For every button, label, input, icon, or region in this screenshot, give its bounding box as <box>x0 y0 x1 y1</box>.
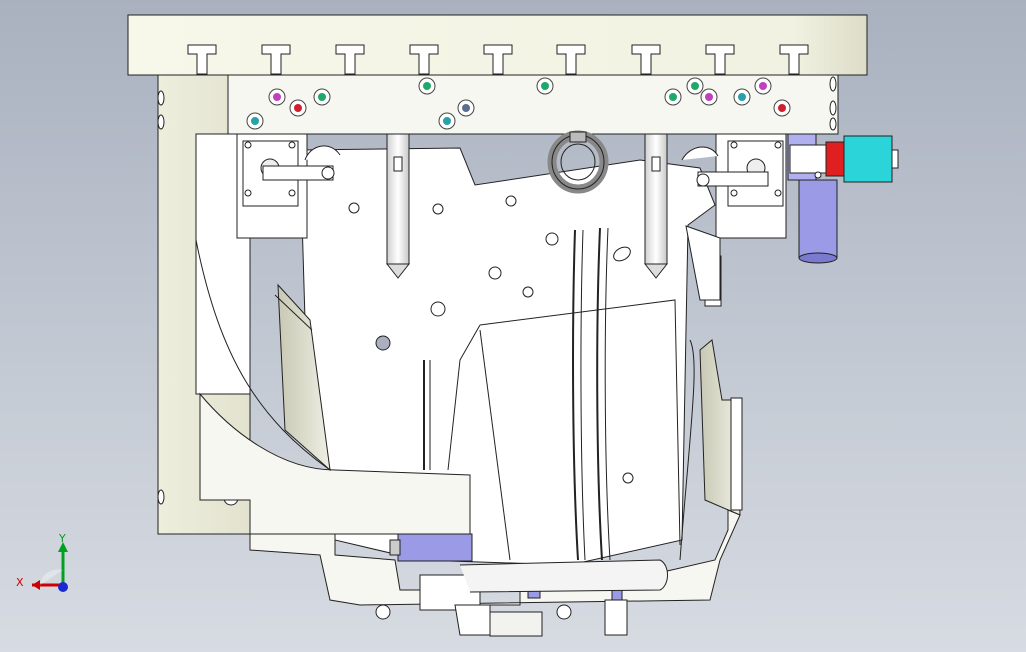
coordinate-triad: X Y <box>10 530 80 600</box>
screw[interactable] <box>700 88 718 106</box>
top-mounting-plate <box>127 14 868 135</box>
t-slot <box>335 44 365 75</box>
left-clamp[interactable] <box>236 133 341 239</box>
t-slot <box>483 44 513 75</box>
z-axis-dot <box>58 582 68 592</box>
screw[interactable] <box>313 88 331 106</box>
screw[interactable] <box>664 88 682 106</box>
t-slot <box>631 44 661 75</box>
t-slot <box>409 44 439 75</box>
t-slot <box>705 44 735 75</box>
purple-block[interactable] <box>389 533 473 562</box>
pneumatic-fitting[interactable] <box>789 135 899 183</box>
t-slot <box>779 44 809 75</box>
triad-plane <box>40 569 63 585</box>
guide-pin <box>643 133 669 279</box>
body-panel-lines <box>423 227 695 561</box>
inner-cavity <box>274 255 743 516</box>
bottom-base <box>249 509 741 637</box>
t-slot-row <box>187 44 809 75</box>
screw[interactable] <box>268 88 286 106</box>
right-clamp[interactable] <box>681 140 784 207</box>
screw[interactable] <box>686 77 704 95</box>
y-axis-label: Y <box>59 532 66 545</box>
screw[interactable] <box>418 77 436 95</box>
guide-pin <box>385 133 411 279</box>
screw[interactable] <box>289 99 307 117</box>
t-slot <box>261 44 291 75</box>
screw[interactable] <box>536 77 554 95</box>
guide-pins <box>385 133 669 279</box>
screw[interactable] <box>438 112 456 130</box>
x-axis-arrowhead <box>32 580 40 590</box>
screw[interactable] <box>733 88 751 106</box>
screw-heads <box>246 77 791 130</box>
screw[interactable] <box>754 77 772 95</box>
screw[interactable] <box>457 99 475 117</box>
y-axis-arrowhead <box>58 542 68 552</box>
x-axis-label: X <box>16 576 24 589</box>
triad-icon <box>32 542 68 592</box>
screw[interactable] <box>773 99 791 117</box>
t-slot <box>187 44 217 75</box>
screw[interactable] <box>246 112 264 130</box>
lifting-eye-bolt[interactable] <box>547 130 609 194</box>
body-holes <box>348 195 634 484</box>
t-slot <box>556 44 586 75</box>
